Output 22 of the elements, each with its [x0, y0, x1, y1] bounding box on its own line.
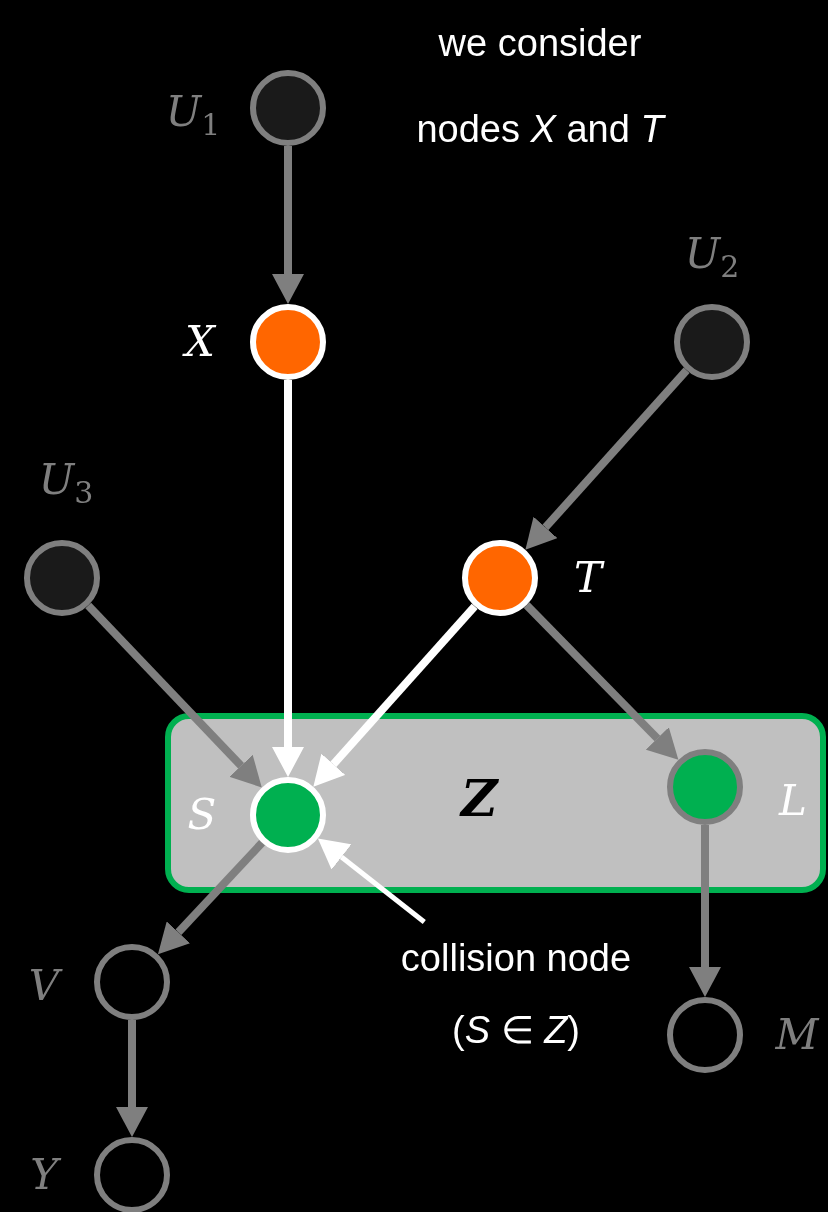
arrow	[525, 367, 690, 550]
arrow	[313, 603, 478, 787]
arrow	[157, 840, 265, 955]
circle-node	[462, 540, 538, 616]
node-label: U$_{2}$	[684, 233, 740, 283]
note-text: we consider nodes X and T	[415, 21, 667, 152]
node-label: M	[775, 1014, 819, 1056]
arrow	[272, 380, 304, 777]
arrow	[85, 602, 262, 788]
arrow	[317, 838, 426, 924]
arrow	[116, 1020, 148, 1137]
group-box	[165, 713, 826, 893]
group-label: Z	[461, 774, 498, 824]
arrow	[272, 146, 304, 304]
node-label: U$_{3}$	[38, 459, 94, 509]
arrow	[523, 602, 679, 760]
arrow	[689, 825, 721, 997]
annotation-text: collision node (S ∈ Z)	[385, 922, 647, 1066]
node-label: L	[779, 780, 807, 822]
node-label: S	[187, 794, 217, 836]
node-label: U$_{1}$	[165, 91, 221, 141]
circle-node	[250, 777, 326, 853]
